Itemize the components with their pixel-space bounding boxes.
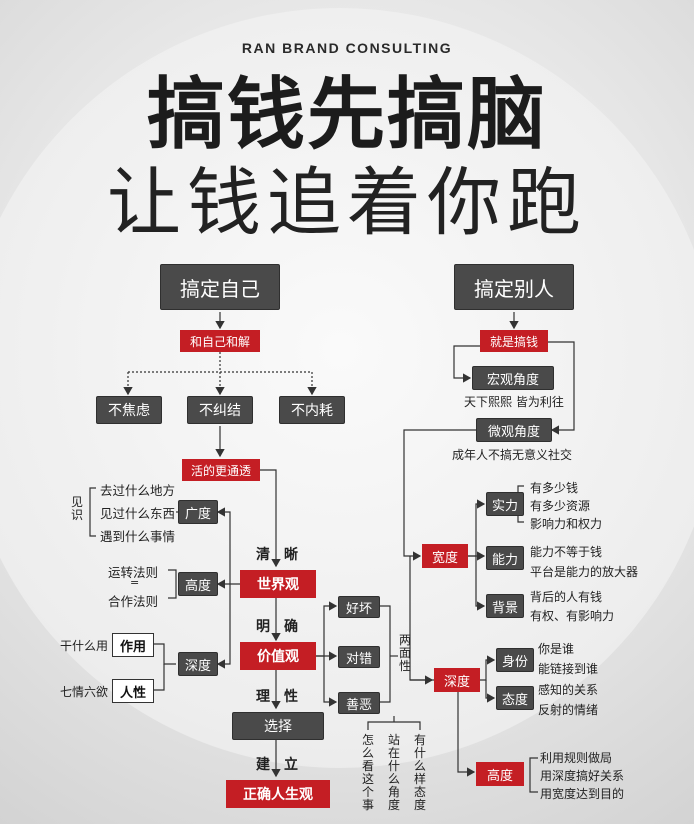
identity-box: 身份 <box>496 648 534 672</box>
worldview-box: 世界观 <box>240 570 316 598</box>
insight-label: 见识 <box>70 495 83 522</box>
background-note-2: 有权、有影响力 <box>530 609 615 623</box>
tag-establish: 建 立 <box>256 757 298 773</box>
height-note-3: 用宽度达到目的 <box>540 787 625 801</box>
micro-note: 成年人不搞无意义社交 <box>452 448 573 462</box>
strength-note-1: 有多少钱 <box>530 481 579 495</box>
rule-note-equals: = <box>130 576 140 589</box>
human-nature-note: 七情六欲 <box>60 685 109 699</box>
background-note-1: 背后的人有钱 <box>530 590 603 604</box>
height-box-left: 高度 <box>178 572 218 596</box>
strength-box: 实力 <box>486 492 524 516</box>
identity-note-2: 能链接到谁 <box>538 662 599 676</box>
attitude-note-1: 感知的关系 <box>538 683 599 697</box>
tag-clear: 清 晰 <box>256 547 298 563</box>
sub-title: 让钱追着你跑 <box>107 160 587 246</box>
ability-note-1: 能力不等于钱 <box>530 545 603 559</box>
breadth-box-left: 广度 <box>178 500 218 524</box>
insight-item-1: 去过什么地方 <box>100 483 176 498</box>
head-others: 搞定别人 <box>454 264 574 310</box>
micro-box: 微观角度 <box>476 418 552 442</box>
rule-note-1: 运转法则 <box>108 565 159 580</box>
values-box: 价值观 <box>240 642 316 670</box>
question-attitude: 有什么样态度 <box>413 733 426 812</box>
question-angle: 站在什么角度 <box>387 733 400 812</box>
depth-box-right: 深度 <box>434 668 480 692</box>
strength-note-3: 影响力和权力 <box>530 517 603 531</box>
item-no-anxiety: 不焦虑 <box>96 396 162 424</box>
tag-rational: 理 性 <box>256 689 298 705</box>
item-no-friction: 不内耗 <box>279 396 345 424</box>
insight-item-3: 遇到什么事情 <box>100 529 176 544</box>
item-no-hesitation: 不纠结 <box>187 396 253 424</box>
make-money-label: 就是搞钱 <box>480 330 548 352</box>
head-self: 搞定自己 <box>160 264 280 310</box>
height-box-right: 高度 <box>476 762 524 786</box>
life-view-box: 正确人生观 <box>226 780 330 808</box>
strength-note-2: 有多少资源 <box>530 499 591 513</box>
depth-box-left: 深度 <box>178 652 218 676</box>
ability-note-2: 平台是能力的放大器 <box>530 565 639 579</box>
reconcile-label: 和自己和解 <box>180 330 260 352</box>
background-box: 背景 <box>486 594 524 618</box>
usage-note: 干什么用 <box>60 639 109 653</box>
insight-item-2: 见过什么东西 <box>100 506 176 521</box>
ability-box: 能力 <box>486 546 524 570</box>
attitude-box: 态度 <box>496 686 534 710</box>
macro-box: 宏观角度 <box>472 366 554 390</box>
two-sided-label: 两面性 <box>398 633 411 673</box>
usage-box: 作用 <box>112 633 154 657</box>
virtue-evil-box: 善恶 <box>338 692 380 714</box>
tag-definite: 明 确 <box>256 619 298 635</box>
clear-living-label: 活的更通透 <box>182 459 260 481</box>
height-note-2: 用深度搞好关系 <box>540 769 625 783</box>
choice-box: 选择 <box>232 712 324 740</box>
main-title: 搞钱先搞脑 <box>146 70 547 160</box>
good-bad-box: 好坏 <box>338 596 380 618</box>
breadth-box-right: 宽度 <box>422 544 468 568</box>
identity-note-1: 你是谁 <box>538 642 575 656</box>
attitude-note-2: 反射的情绪 <box>538 703 599 717</box>
human-nature-box: 人性 <box>112 679 154 703</box>
height-note-1: 利用规则做局 <box>540 751 613 765</box>
rule-note-2: 合作法则 <box>108 594 159 609</box>
right-wrong-box: 对错 <box>338 646 380 668</box>
macro-note: 天下熙熙 皆为利往 <box>464 395 564 409</box>
question-view: 怎么看这个事 <box>361 733 374 812</box>
brand-name: RAN BRAND CONSULTING <box>241 40 453 56</box>
